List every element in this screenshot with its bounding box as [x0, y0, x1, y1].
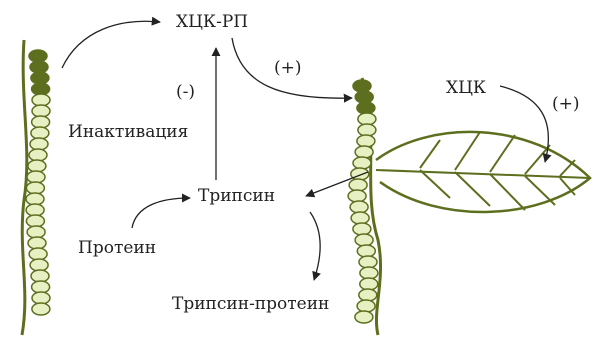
right-cell-11 — [348, 190, 366, 202]
arrow-trypsin-to-product — [310, 212, 320, 280]
left-cell-12 — [27, 171, 45, 183]
right-cell-17 — [359, 256, 377, 268]
right-cell-3 — [357, 102, 375, 114]
right-cell-10 — [349, 179, 367, 191]
label-protein: Протеин — [78, 238, 156, 258]
right-villus-cells — [348, 80, 378, 323]
left-cell-18 — [28, 237, 46, 249]
left-cell-17 — [27, 226, 45, 238]
arrow-hck-to-leaf — [500, 86, 548, 162]
left-cell-4 — [32, 83, 50, 95]
left-cell-14 — [26, 193, 44, 205]
right-cell-1 — [353, 80, 371, 92]
right-cell-15 — [355, 234, 373, 246]
right-cell-8 — [353, 157, 371, 169]
label-hck-rp: ХЦК-РП — [176, 12, 248, 32]
left-cell-13 — [26, 182, 44, 194]
right-cell-5 — [358, 124, 376, 136]
right-cell-19 — [360, 278, 378, 290]
left-cell-10 — [29, 149, 47, 161]
left-cell-7 — [32, 116, 50, 128]
left-cell-24 — [32, 303, 50, 315]
left-cell-8 — [31, 127, 49, 139]
right-cell-22 — [355, 311, 373, 323]
right-cell-4 — [358, 113, 376, 125]
left-villus-cells — [26, 50, 50, 315]
left-cell-1 — [29, 50, 47, 62]
right-cell-2 — [355, 91, 373, 103]
left-cell-22 — [32, 281, 50, 293]
right-cell-21 — [357, 300, 375, 312]
left-cell-11 — [28, 160, 46, 172]
arrow-left-to-hckrp — [62, 21, 160, 68]
label-minus: (-) — [176, 82, 195, 102]
label-inactivation: Инактивация — [68, 122, 188, 142]
left-cell-19 — [29, 248, 47, 260]
label-plus-right: (+) — [552, 94, 580, 114]
right-cell-20 — [359, 289, 377, 301]
right-cell-12 — [350, 201, 368, 213]
right-cell-14 — [353, 223, 371, 235]
right-cell-18 — [360, 267, 378, 279]
left-cell-3 — [31, 72, 49, 84]
left-cell-21 — [31, 270, 49, 282]
right-cell-7 — [355, 146, 373, 158]
leaf-organ — [376, 132, 590, 212]
left-cell-2 — [30, 61, 48, 73]
right-cell-16 — [357, 245, 375, 257]
label-trypsin: Трипсин — [198, 186, 275, 206]
left-cell-6 — [32, 105, 50, 117]
label-trypsin-protein: Трипсин-протеин — [172, 294, 329, 314]
left-cell-16 — [26, 215, 44, 227]
left-cell-5 — [32, 94, 50, 106]
label-hck: ХЦК — [446, 78, 486, 98]
left-cell-23 — [32, 292, 50, 304]
right-cell-13 — [351, 212, 369, 224]
label-plus-top: (+) — [274, 58, 302, 78]
left-cell-9 — [30, 138, 48, 150]
arrow-protein-to-trypsin — [132, 198, 190, 228]
left-cell-20 — [30, 259, 48, 271]
right-cell-6 — [357, 135, 375, 147]
left-cell-15 — [26, 204, 44, 216]
